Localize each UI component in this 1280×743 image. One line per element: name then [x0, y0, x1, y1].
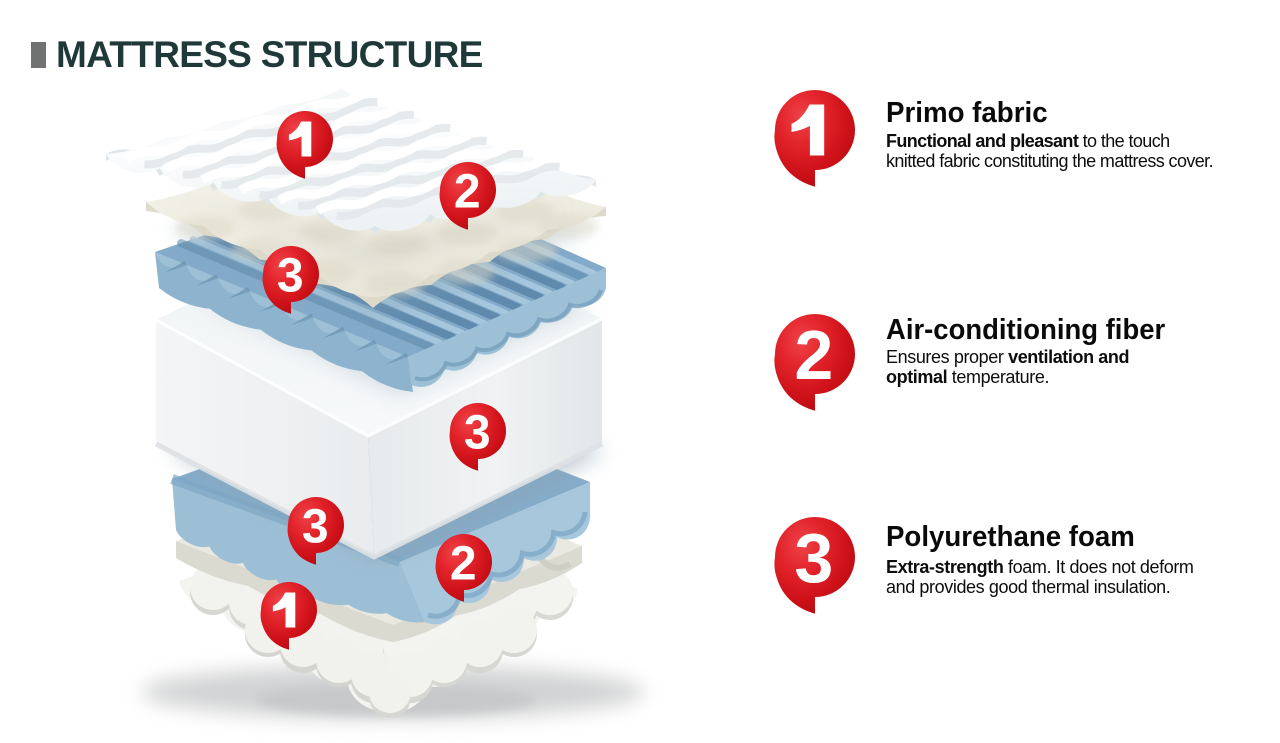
svg-text:2: 2	[454, 165, 481, 218]
svg-text:3: 3	[794, 519, 833, 597]
svg-text:2: 2	[450, 537, 477, 590]
svg-text:3: 3	[464, 406, 491, 459]
svg-text:3: 3	[277, 249, 304, 302]
svg-text:2: 2	[794, 316, 833, 394]
svg-text:3: 3	[302, 500, 329, 553]
